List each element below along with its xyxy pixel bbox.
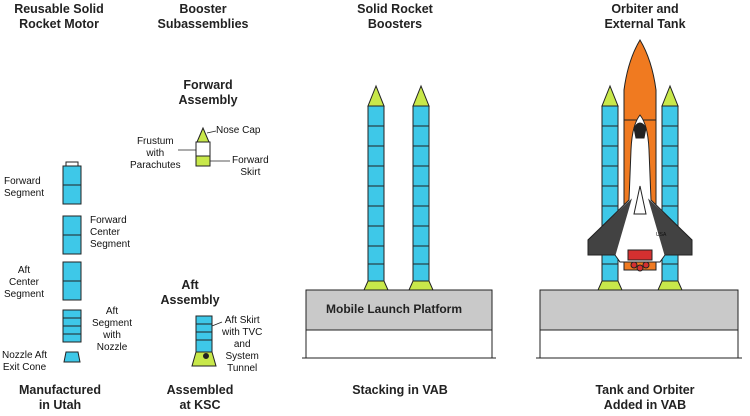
header-line: Subassemblies [157, 17, 249, 31]
label-line: with [103, 330, 121, 341]
label-line: with [146, 148, 165, 159]
label-line: Aft Skirt [224, 315, 260, 326]
forward-assembly-drawing [178, 126, 230, 167]
booster-left [363, 84, 389, 291]
header-line: Rocket Motor [19, 17, 99, 31]
mobile-launch-platform [302, 289, 496, 359]
header-line: Booster [179, 2, 227, 16]
header-line: Solid Rocket [357, 2, 433, 16]
label-line: Segment [4, 289, 45, 300]
header-orbiter-and-external-tank: Orbiter and External Tank [590, 2, 700, 32]
header-booster-subassemblies: Booster Subassemblies [148, 2, 258, 32]
header-line: Orbiter and [611, 2, 679, 16]
label-aft-segment: Aft Segment with Nozzle [92, 306, 132, 354]
footer-tank-and-orbiter-added-in-vab: Tank and Orbiter Added in VAB [580, 383, 710, 413]
label-line: Center [9, 277, 40, 288]
label-line: Forward [4, 176, 41, 187]
label-line: and [233, 339, 251, 350]
label-line: Forward [90, 215, 127, 226]
label-line: Segment [4, 188, 45, 199]
stack-launch-platform [536, 289, 742, 359]
footer-line: Manufactured [19, 383, 101, 397]
forward-assembly-title: Forward Assembly [160, 78, 256, 108]
motor-segments [62, 161, 82, 363]
footer-line: in Utah [38, 398, 82, 412]
mobile-launch-platform-label: Mobile Launch Platform [326, 302, 463, 316]
aft-skirt [191, 351, 217, 367]
orbiter [587, 114, 693, 272]
footer-stacking-in-vab: Stacking in VAB [352, 383, 448, 397]
header-reusable-solid-rocket-motor: Reusable Solid Rocket Motor [0, 2, 118, 32]
forward-center-segment [62, 215, 82, 255]
label-line: Nozzle Aft [2, 350, 48, 361]
label-aft-center-segment: Aft Center Segment [4, 265, 44, 301]
label-line: Segment [92, 318, 133, 329]
label-forward-skirt: Forward Skirt [232, 155, 269, 179]
footer-line: Added in VAB [603, 398, 687, 412]
header-line: Reusable Solid [14, 2, 104, 16]
forward-segment [62, 161, 82, 205]
label-nozzle-aft-exit-cone: Nozzle Aft Exit Cone [2, 350, 47, 374]
aft-assembly-title: Aft Assembly [160, 278, 220, 308]
label-nose-cap: Nose Cap [216, 125, 261, 136]
header-line: External Tank [604, 17, 686, 31]
aft-segment [62, 309, 82, 343]
orbiter-usa-marking: USA [656, 232, 667, 238]
footer-assembled-at-ksc: Assembled at KSC [160, 383, 240, 413]
label-frustum-with-parachutes: Frustum with Parachutes [130, 136, 181, 172]
label-forward-segment: Forward Segment [4, 176, 44, 200]
label-line: Segment [90, 239, 131, 250]
aft-center-segment [62, 261, 82, 301]
label-line: Forward [232, 155, 269, 166]
label-line: Aft [17, 265, 31, 276]
aft-assembly-drawing [191, 315, 223, 367]
label-line: with TVC [222, 327, 263, 338]
booster-right [408, 84, 434, 291]
frustum [195, 141, 211, 157]
label-aft-skirt: Aft Skirt with TVC and System Tunnel [222, 315, 262, 375]
label-line: Skirt [240, 167, 261, 178]
label-line: Nozzle [96, 342, 128, 353]
full-stack [587, 39, 693, 291]
label-line: Aft [105, 306, 119, 317]
title-line: Assembly [178, 93, 238, 107]
stacked-boosters [363, 84, 434, 291]
footer-line: Assembled [166, 383, 234, 397]
header-line: Boosters [367, 17, 423, 31]
footer-line: Tank and Orbiter [595, 383, 695, 397]
label-line: System [225, 351, 259, 362]
nose-cap [196, 126, 210, 143]
title-line: Aft [181, 278, 199, 292]
forward-skirt [195, 155, 211, 167]
nozzle-exit-cone [63, 351, 81, 363]
label-line: Tunnel [227, 363, 258, 374]
label-forward-center-segment: Forward Center Segment [90, 215, 130, 251]
label-line: Exit Cone [2, 362, 47, 373]
footer-line: at KSC [179, 398, 221, 412]
title-line: Assembly [160, 293, 220, 307]
label-line: Parachutes [130, 160, 181, 171]
label-line: Frustum [136, 136, 174, 147]
label-line: Center [90, 227, 121, 238]
header-solid-rocket-boosters: Solid Rocket Boosters [345, 2, 445, 32]
footer-manufactured-in-utah: Manufactured in Utah [10, 383, 110, 413]
title-line: Forward [183, 78, 233, 92]
